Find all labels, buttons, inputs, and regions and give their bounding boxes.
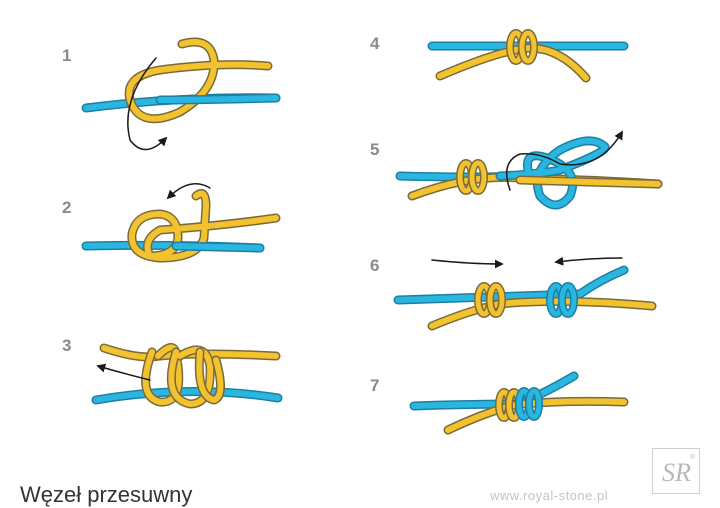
step-number-4: 4 (370, 34, 380, 53)
step-number-1: 1 (62, 46, 72, 65)
step-number-5: 5 (370, 140, 380, 159)
arrow (96, 363, 151, 381)
step-2-illustration (81, 183, 281, 263)
step-5-illustration (395, 130, 663, 210)
step-number-6: 6 (370, 256, 380, 275)
brand-logo: SR ® (652, 448, 700, 494)
diagram-caption: Węzeł przesuwny (20, 482, 193, 507)
step-6-illustration (393, 256, 657, 331)
arrow-right (431, 259, 504, 269)
step-4-illustration (427, 29, 629, 83)
logo-initials: SR (662, 458, 691, 487)
arrow (127, 57, 168, 151)
yellow-rope (124, 37, 273, 124)
arrow (505, 130, 623, 191)
step-1-illustration (81, 37, 281, 151)
arrow (166, 183, 211, 200)
step-number-7: 7 (370, 376, 380, 395)
website-url: www.royal-stone.pl (490, 488, 609, 503)
arrow-left (554, 256, 623, 266)
step-3-illustration (91, 343, 283, 409)
logo-registered-mark: ® (690, 453, 696, 461)
step-7-illustration (409, 371, 629, 435)
step-number-2: 2 (62, 198, 72, 217)
step-number-3: 3 (62, 336, 72, 355)
